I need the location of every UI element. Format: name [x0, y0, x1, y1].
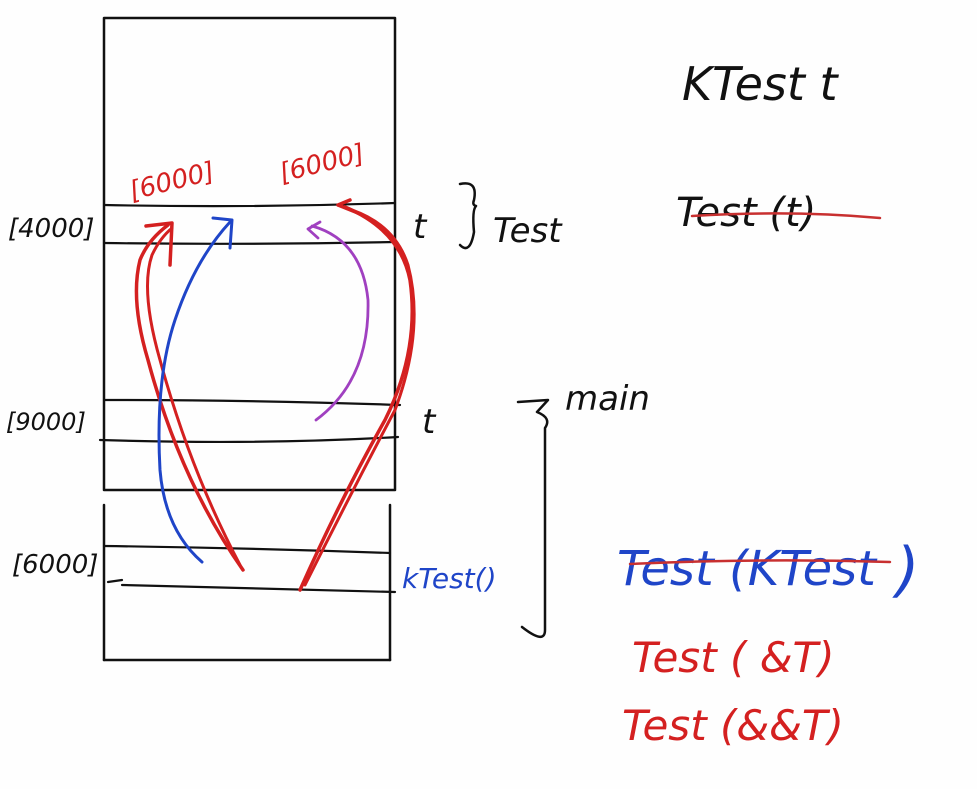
cell-value-label-6000-right: [6000] [276, 139, 367, 189]
ktest-call-label: kTest() [402, 562, 497, 595]
slot-label-t-test: t [413, 207, 428, 247]
test-brace-icon [458, 182, 478, 250]
slot-label-t-main: t [422, 402, 437, 442]
red-arrow-left-icon [134, 221, 245, 572]
upper-memory-box [98, 16, 402, 492]
address-label-9000: [9000] [6, 408, 86, 436]
strike-through-line-blue [628, 559, 892, 566]
struck-ktest-call-note: Test (KTest [617, 541, 878, 597]
declaration-note: KTest t [682, 57, 840, 111]
ref-call-note-2: Test (&&T) [622, 701, 844, 750]
cell-value-label-6000-left: [6000] [126, 157, 217, 207]
test-frame-label: Test [493, 211, 563, 251]
purple-arrow-icon [306, 220, 370, 422]
address-label-6000: [6000] [12, 550, 98, 580]
lower-memory-box [102, 503, 397, 662]
address-label-4000: [4000] [8, 214, 94, 244]
ref-call-note-1: Test ( &T) [632, 633, 835, 682]
red-arrow-right-icon [298, 198, 416, 592]
main-frame-label: main [565, 379, 650, 419]
strike-through-line [690, 212, 882, 220]
blue-arrow-icon [157, 216, 234, 564]
main-brace-icon [516, 398, 550, 638]
struck-ktest-close-paren: ) [892, 535, 919, 605]
